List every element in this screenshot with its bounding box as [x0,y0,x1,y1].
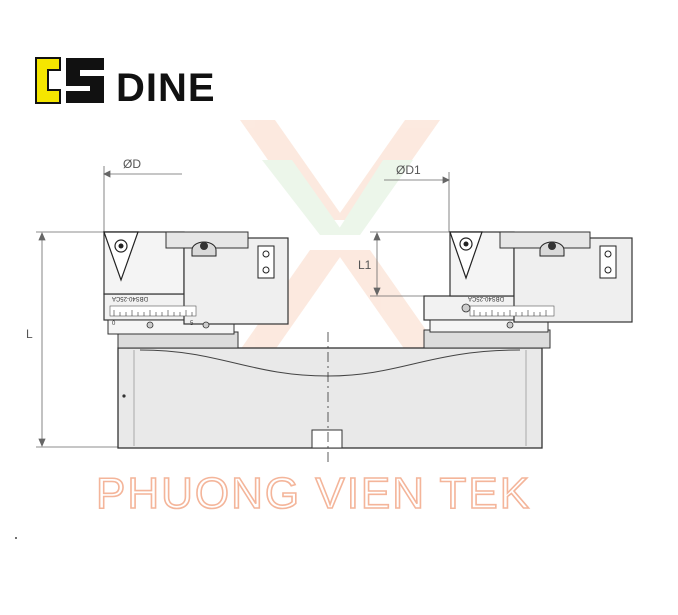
dim-label-d1: ØD1 [396,163,421,177]
left-scale-zero: 0 [112,321,116,327]
logo-mark-inner [66,58,104,103]
right-insert [449,231,483,280]
dim-label-d: ØD [123,157,141,171]
dim-label-l1: L1 [358,258,372,272]
logo-mark-outer [35,57,61,104]
watermark-x-motif [240,120,440,350]
dimension-d [103,166,182,232]
dim-label-l: L [26,327,33,341]
stray-dot [15,537,17,539]
dimension-l1 [370,231,458,297]
bridge-body [117,329,551,466]
right-head-marking: DBS40-25CA [468,295,504,301]
right-boring-head: DBS40-25CA [423,231,633,333]
dimension-l [36,231,118,448]
watermark-text: PHUONG VIEN TEK [96,469,531,518]
dine-logo: DINE [35,57,216,110]
logo-text: DINE [116,66,216,110]
left-scale-five: 5 [190,321,194,327]
left-insert [103,231,139,282]
left-head-marking: DBS40-25CA [112,295,148,301]
dimension-d1 [384,172,450,232]
left-boring-head: DBS40-25CA 0 5 [103,231,289,335]
